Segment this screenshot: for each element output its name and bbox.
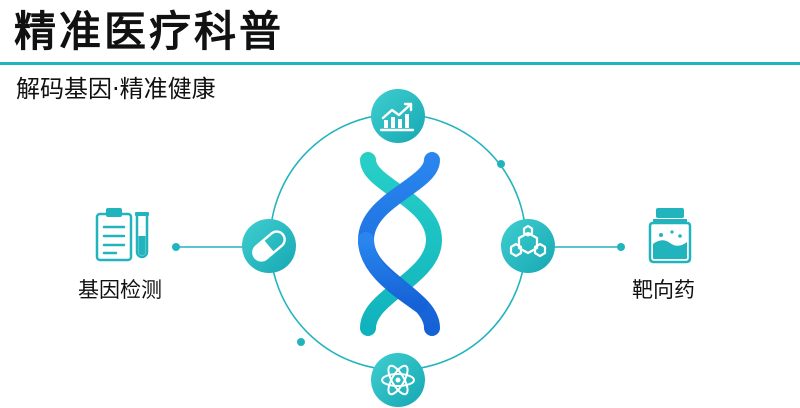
growth-chart-node[interactable] <box>371 89 425 143</box>
targeted-drug-label: 靶向药 <box>632 278 695 302</box>
dna-icon <box>357 152 443 336</box>
ring-dot <box>297 338 305 346</box>
growth-chart-icon <box>379 102 415 132</box>
molecule-node[interactable] <box>501 219 555 273</box>
right-connector-dot <box>617 243 625 251</box>
left-connector-dot <box>172 243 180 251</box>
clipboard-test-tube-icon <box>95 208 149 262</box>
medicine-bottle-icon <box>648 208 692 264</box>
atom-node[interactable] <box>371 353 425 407</box>
page-subtitle: 解码基因·精准健康 <box>16 75 216 103</box>
atom-icon <box>381 364 415 396</box>
capsule-node[interactable] <box>242 219 296 273</box>
gene-testing-label: 基因检测 <box>78 278 162 302</box>
capsule-icon <box>252 230 286 262</box>
page-title: 精准医疗科普 <box>14 7 285 56</box>
title-underline <box>0 62 800 65</box>
molecule-icon <box>509 224 547 258</box>
ring-dot <box>497 160 505 168</box>
